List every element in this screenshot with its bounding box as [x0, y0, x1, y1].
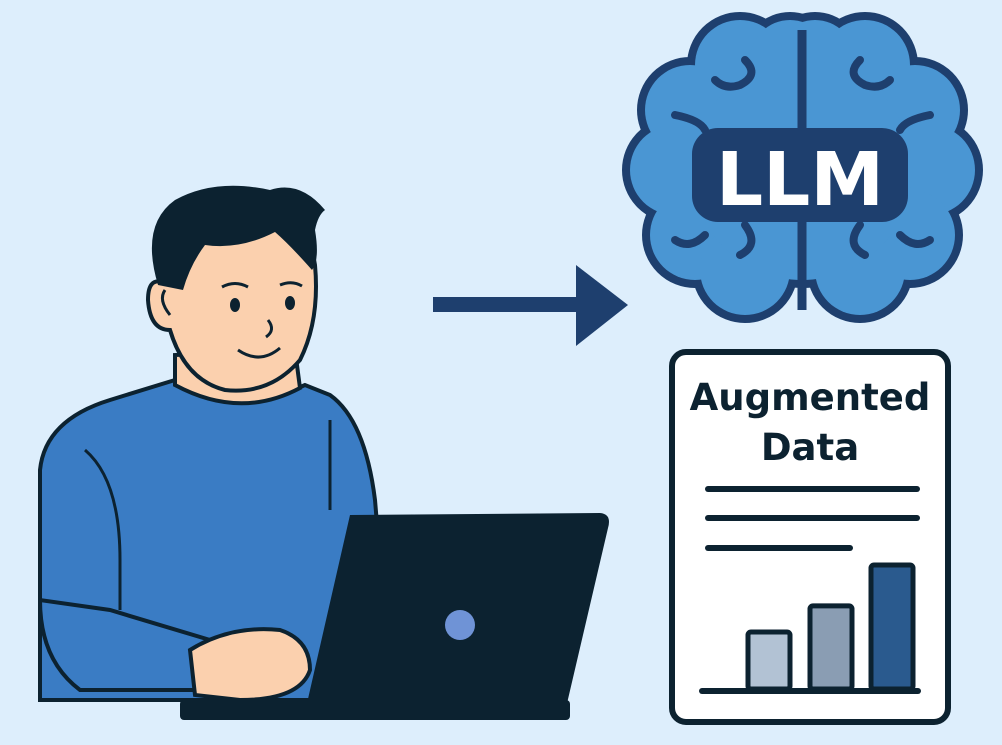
arrow-right-icon — [433, 265, 628, 346]
brain-icon: LLM — [622, 12, 983, 323]
hair — [151, 185, 325, 290]
smile — [237, 346, 281, 359]
chart-bar — [868, 562, 916, 692]
eye-right — [285, 296, 295, 310]
laptop-logo — [445, 610, 475, 640]
chart-bar — [745, 629, 793, 692]
person — [37, 185, 383, 703]
laptop-base — [180, 700, 570, 720]
chart-bar — [807, 603, 855, 692]
augmented-data-document: Augmented Data — [669, 349, 951, 725]
document-title-line2: Data — [761, 426, 859, 469]
document-title-line1: Augmented — [690, 376, 931, 419]
hand — [187, 627, 313, 703]
llm-label: LLM — [716, 137, 884, 223]
laptop — [180, 513, 609, 720]
llm-label-box — [692, 128, 908, 222]
eye-left — [230, 298, 240, 312]
